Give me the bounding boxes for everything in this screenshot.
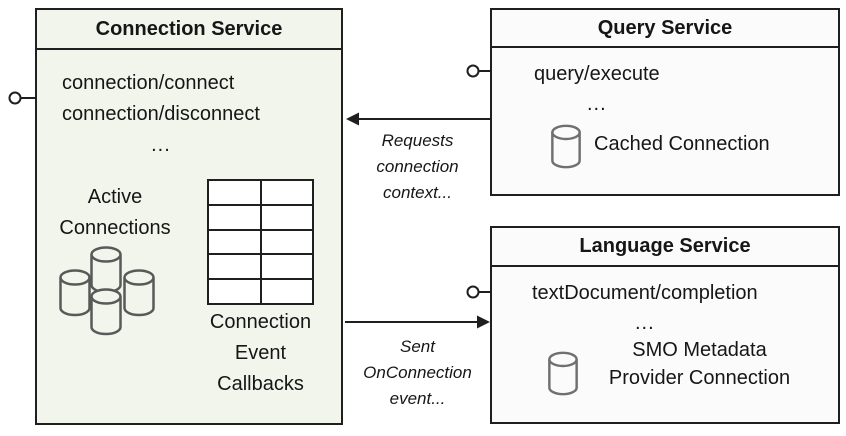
database-icon (548, 351, 578, 396)
endpoints-ellipsis: ... (151, 134, 171, 156)
language-service-box: Language Service textDocument/completion… (490, 226, 840, 424)
active-connections-label: Active Connections (59, 186, 171, 239)
endpoint-connection-disconnect: connection/disconnect (62, 103, 260, 125)
language-service-endpoints: textDocument/completion ... (532, 278, 758, 338)
callback-table-cell (209, 205, 260, 229)
callback-table-cell (261, 255, 312, 279)
callback-table-cell (261, 280, 312, 303)
database-cluster-icon (59, 246, 155, 336)
endpoint-connection-connect: connection/connect (62, 72, 235, 94)
database-icon (551, 124, 581, 169)
requests-connection-context-label: Requests connection context... (376, 131, 459, 202)
connection-service-box: Connection Service connection/connect co… (35, 8, 343, 425)
query-service-box: Query Service query/execute ... Cached C… (490, 8, 840, 196)
requests-connection-arrow (346, 112, 490, 126)
smo-metadata-provider-connection-label: SMO Metadata Provider Connection (608, 339, 791, 389)
cached-connection-label: Cached Connection (594, 133, 770, 155)
callback-table-cell (261, 205, 312, 229)
endpoint-textdocument-completion: textDocument/completion (532, 282, 758, 304)
callback-table-cell (209, 255, 260, 279)
connection-event-callbacks-label: Connection Event Callbacks (209, 311, 312, 395)
endpoints-ellipsis: ... (635, 312, 655, 334)
callback-table-cell (261, 230, 312, 254)
callback-table-cell (209, 181, 260, 204)
connection-service-title: Connection Service (37, 10, 341, 50)
sent-onconnection-event-label: Sent OnConnection event... (363, 337, 472, 408)
endpoint-query-execute: query/execute (534, 63, 660, 85)
callback-table-cell (261, 181, 312, 204)
query-service-title: Query Service (492, 10, 838, 48)
callback-table (207, 179, 314, 305)
query-service-endpoints: query/execute ... (534, 59, 660, 119)
sent-event-arrow (345, 315, 490, 329)
endpoints-ellipsis: ... (586, 93, 607, 115)
connection-service-endpoints: connection/connect connection/disconnect… (62, 68, 260, 161)
callback-table-cell (209, 280, 260, 303)
language-service-title: Language Service (492, 228, 838, 267)
callback-table-cell (209, 230, 260, 254)
